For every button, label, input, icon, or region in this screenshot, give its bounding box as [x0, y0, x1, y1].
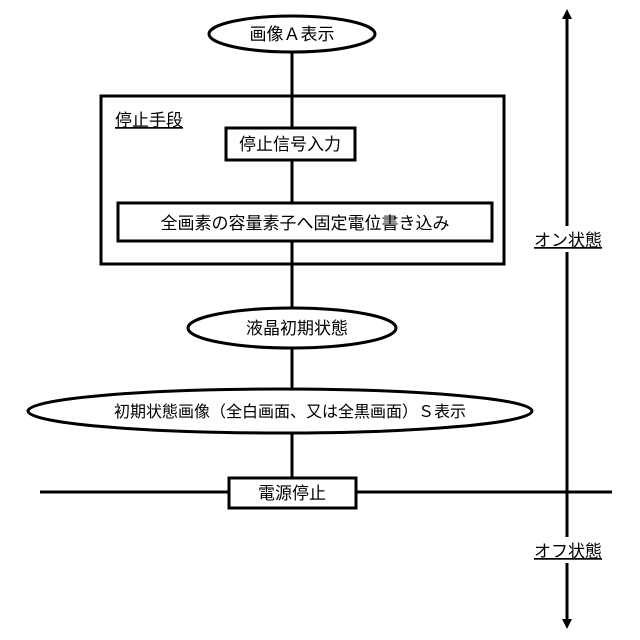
node-display-image-a: 画像Ａ表示: [209, 16, 375, 52]
node-write-fixed-potential-label: 全画素の容量素子へ固定電位書き込み: [161, 214, 450, 234]
node-display-initial-image: 初期状態画像（全白画面、又は全黒画面）Ｓ表示: [28, 389, 532, 433]
node-stop-signal-input-label: 停止信号入力: [239, 135, 341, 155]
node-lc-initial-state: 液晶初期状態: [188, 308, 396, 348]
node-power-stop: 電源停止: [229, 478, 356, 508]
node-power-stop-label: 電源停止: [258, 484, 326, 504]
node-lc-initial-state-label: 液晶初期状態: [246, 319, 348, 339]
on-state-label: オン状態: [534, 231, 602, 251]
node-display-image-a-label: 画像Ａ表示: [250, 25, 335, 45]
node-write-fixed-potential: 全画素の容量素子へ固定電位書き込み: [118, 203, 492, 241]
node-stop-signal-input: 停止信号入力: [226, 128, 355, 160]
group-stop-means-label: 停止手段: [115, 111, 183, 131]
node-display-initial-image-label: 初期状態画像（全白画面、又は全黒画面）Ｓ表示: [114, 402, 466, 421]
off-state-label: オフ状態: [534, 542, 602, 562]
